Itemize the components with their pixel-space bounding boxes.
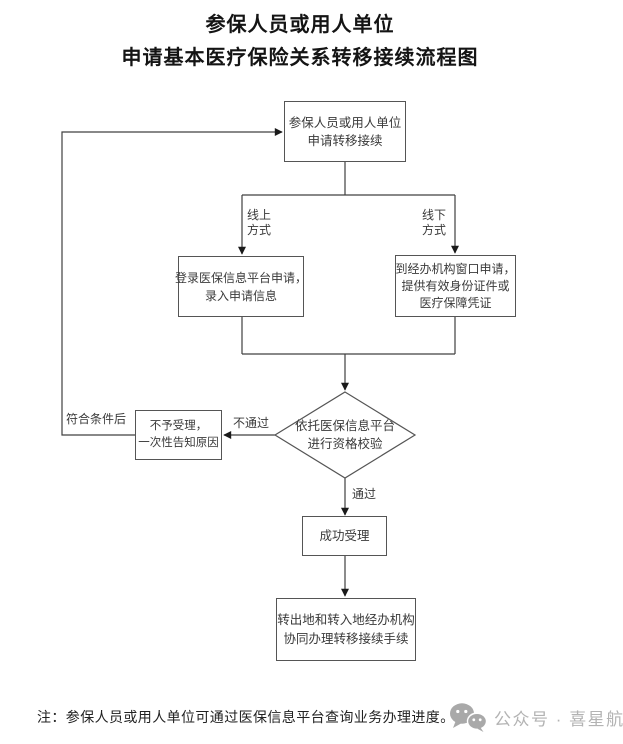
offline-branch-label-line1: 线下 bbox=[422, 208, 447, 222]
page-title-line2: 申请基本医疗保险关系转移接续流程图 bbox=[121, 47, 479, 69]
offline-branch-label-line2: 方式 bbox=[422, 223, 447, 237]
success-box: 成功受理 bbox=[302, 516, 387, 556]
online-apply-line1: 登录医保信息平台申请， bbox=[175, 270, 308, 285]
final-box: 转出地和转入地经办机构 协同办理转移接续手续 bbox=[276, 598, 416, 661]
offline-apply-line1: 到经办机构窗口申请， bbox=[395, 261, 516, 276]
reject-box-line2: 一次性告知原因 bbox=[138, 437, 219, 449]
reject-box-line1: 不予受理， bbox=[149, 420, 208, 432]
fail-edge-label: 不通过 bbox=[233, 416, 270, 430]
success-box-label: 成功受理 bbox=[319, 529, 370, 543]
watermark: 公众号 · 喜星航 bbox=[449, 701, 623, 733]
page-title-line1: 参保人员或用人单位 bbox=[205, 14, 395, 36]
footer-note: 注：参保人员或用人单位可通过医保信息平台查询业务办理进度。 bbox=[37, 711, 455, 726]
pass-edge-label: 通过 bbox=[352, 487, 377, 501]
offline-apply-line2: 提供有效身份证件或 bbox=[401, 278, 510, 293]
final-box-line1: 转出地和转入地经办机构 bbox=[277, 612, 415, 627]
offline-branch-label: 线下 方式 bbox=[422, 208, 446, 238]
online-branch-label-line2: 方式 bbox=[247, 223, 272, 237]
decision-label: 依托医保信息平台 进行资格校验 bbox=[275, 417, 415, 453]
watermark-text: 公众号 · 喜星航 bbox=[494, 709, 623, 729]
reject-box: 不予受理， 一次性告知原因 bbox=[135, 410, 222, 460]
offline-apply-line3: 医疗保障凭证 bbox=[419, 295, 492, 310]
online-apply-line2: 录入申请信息 bbox=[204, 288, 277, 303]
online-branch-label: 线上 方式 bbox=[247, 208, 271, 238]
decision-label-line2: 进行资格校验 bbox=[307, 437, 383, 451]
requalify-edge-label: 符合条件后 bbox=[66, 412, 127, 426]
online-branch-label-line1: 线上 bbox=[247, 208, 272, 222]
wechat-icon bbox=[450, 703, 487, 732]
start-box-line1: 参保人员或用人单位 bbox=[288, 115, 402, 130]
start-box-line2: 申请转移接续 bbox=[307, 133, 383, 148]
start-box: 参保人员或用人单位 申请转移接续 bbox=[284, 101, 406, 162]
final-box-line2: 协同办理转移接续手续 bbox=[283, 631, 409, 646]
online-apply-box: 登录医保信息平台申请， 录入申请信息 bbox=[175, 256, 308, 317]
offline-apply-box: 到经办机构窗口申请， 提供有效身份证件或 医疗保障凭证 bbox=[395, 255, 516, 317]
decision-label-line1: 依托医保信息平台 bbox=[294, 419, 395, 433]
